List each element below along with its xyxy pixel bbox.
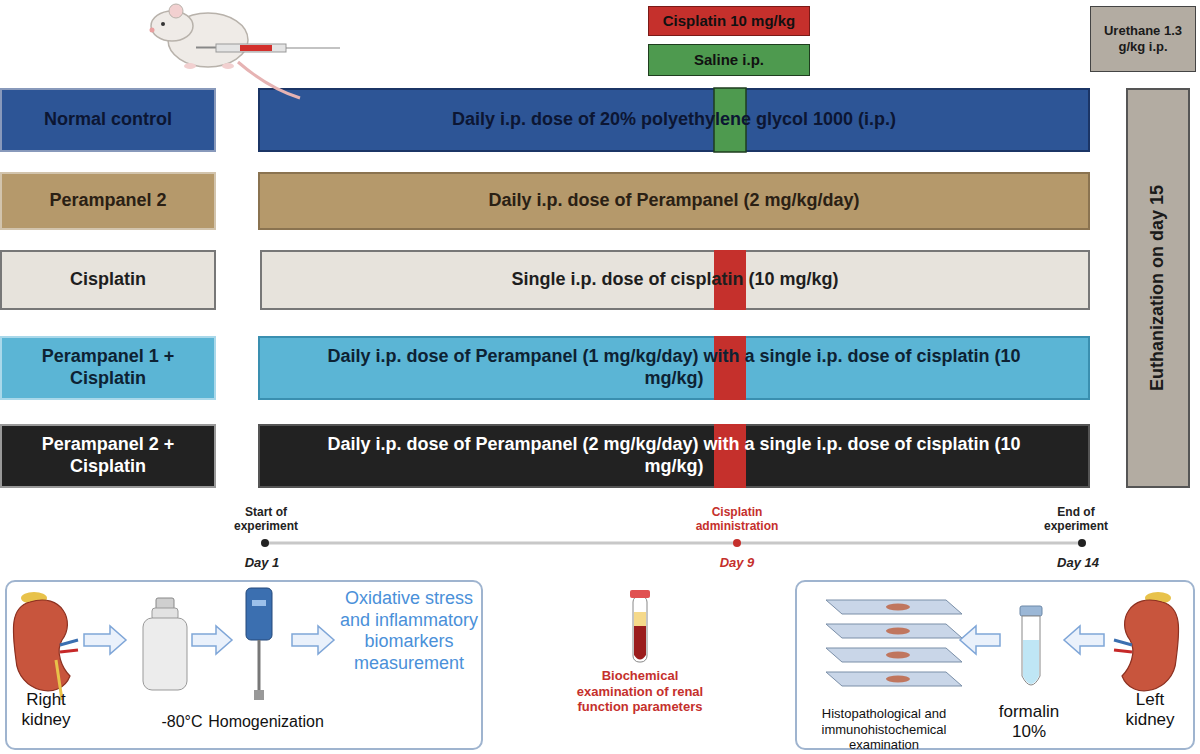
treatment-bar: Daily i.p. dose of 20% polyethylene glyc… [258, 88, 1090, 152]
homogenizer-panel [252, 600, 266, 606]
tissue-section [886, 604, 910, 611]
box-text: Perampanel 1 + Cisplatin [2, 346, 214, 389]
timeline-dot [733, 539, 741, 547]
glass-slide [826, 624, 962, 638]
tissue-section [886, 628, 910, 635]
box-text: Daily i.p. dose of Perampanel (2 mg/kg/d… [482, 190, 865, 212]
serum-layer [634, 612, 646, 626]
treatment-bar: Daily i.p. dose of Perampanel (1 mg/kg/d… [258, 336, 1090, 400]
blood-layer [634, 626, 646, 660]
anesthesia-box: Urethane 1.3 g/kg i.p. [1090, 6, 1196, 72]
step-label: -80°C [157, 712, 207, 731]
rat-body [168, 13, 248, 67]
procedure-panel: Right kidney -80°CHomogenization Oxidative… [5, 580, 483, 750]
box-text: Daily i.p. dose of Perampanel (2 mg/kg/d… [318, 434, 1030, 477]
box-text: Perampanel 2 + Cisplatin [2, 434, 214, 477]
timeline-label: Day 1 [240, 555, 284, 571]
formalin-liquid [1023, 640, 1039, 684]
adrenal-gland [21, 592, 47, 604]
timeline-dot [1078, 539, 1086, 547]
homogenizer-motor [246, 588, 272, 640]
glass-slide [826, 600, 962, 614]
timeline-label: Start of experiment [230, 505, 302, 534]
rat-eye [161, 22, 165, 26]
dose-tag: Saline i.p. [648, 44, 810, 76]
dewar-neck [152, 608, 178, 620]
homogenizer-shaft [258, 640, 261, 698]
homogenizer-tip [254, 690, 264, 700]
group-label: Perampanel 1 + Cisplatin [0, 336, 216, 400]
box-text: Euthanization on day 15 [1147, 185, 1169, 391]
procedure-panel: Histopathological and immunohistochemica… [795, 580, 1195, 750]
timeline-label: Cisplatin administration [687, 505, 787, 534]
timeline-label: Day 9 [712, 555, 762, 571]
step-label: Left kidney [1113, 690, 1187, 731]
dewar-cap [156, 598, 174, 610]
rat-foot [184, 63, 196, 69]
group-label: Normal control [0, 88, 216, 152]
syringe-needle [286, 47, 340, 48]
box-text: Perampanel 2 [43, 190, 172, 212]
treatment-bar: Daily i.p. dose of Perampanel (2 mg/kg/d… [258, 424, 1090, 488]
dose-tag: Cisplatin 10 mg/kg [648, 6, 810, 36]
box-text: Cisplatin [64, 269, 152, 291]
step-label: Right kidney [10, 690, 82, 731]
box-text: Daily i.p. dose of 20% polyethylene glyc… [446, 109, 902, 131]
syringe-liquid [240, 45, 272, 51]
treatment-bar: Daily i.p. dose of Perampanel (2 mg/kg/d… [258, 172, 1090, 230]
flow-arrow [1064, 626, 1104, 654]
rat-ear [169, 4, 183, 18]
box-text: Saline i.p. [688, 51, 770, 69]
flow-arrow [192, 626, 232, 654]
step-label: formalin 10% [989, 702, 1069, 743]
box-text: Normal control [38, 109, 178, 131]
flow-arrow [292, 626, 334, 654]
formalin-cap [1020, 606, 1042, 616]
timeline-label: End of experiment [1040, 505, 1112, 534]
formalin-tube [1022, 616, 1040, 685]
timeline-label: Biochemical examination of renal functio… [575, 668, 705, 715]
kidney-icon [13, 600, 70, 691]
kidney-icon [1122, 600, 1179, 691]
tissue-section [886, 676, 910, 683]
endpoint-box: Euthanization on day 15 [1126, 88, 1190, 488]
renal-artery [1114, 650, 1132, 652]
glass-slide [826, 672, 962, 686]
glass-slide [826, 648, 962, 662]
rat-head [151, 11, 193, 41]
step-label: Homogenization [201, 712, 331, 731]
renal-artery [60, 650, 78, 652]
group-label: Perampanel 2 [0, 172, 216, 230]
renal-vein [1114, 640, 1132, 645]
tissue-section [886, 652, 910, 659]
box-text: Daily i.p. dose of Perampanel (1 mg/kg/d… [318, 346, 1030, 389]
box-text: Cisplatin 10 mg/kg [657, 12, 802, 30]
timeline-label: Day 14 [1050, 555, 1106, 571]
liquid-nitrogen-dewar [143, 618, 187, 690]
group-label: Perampanel 2 + Cisplatin [0, 424, 216, 488]
treatment-bar: Single i.p. dose of cisplatin (10 mg/kg) [260, 250, 1090, 310]
tube-cap [630, 590, 650, 598]
syringe-barrel [216, 44, 286, 52]
flow-arrow [84, 626, 126, 654]
box-text: Urethane 1.3 g/kg i.p. [1091, 23, 1195, 54]
blood-tube [633, 596, 647, 662]
syringe-plunger [196, 47, 216, 49]
rat-nose [150, 28, 155, 33]
timeline-dot [261, 539, 269, 547]
timeline-axis [265, 542, 1082, 545]
step-label: Oxidative stress and inflammatory biomar… [339, 588, 479, 674]
flow-arrow [960, 626, 1000, 654]
adrenal-gland [1145, 592, 1171, 604]
box-text: Single i.p. dose of cisplatin (10 mg/kg) [505, 269, 844, 291]
renal-vein [60, 640, 78, 645]
step-label: Histopathological and immunohistochemica… [800, 706, 968, 753]
rat-foot [222, 63, 234, 69]
group-label: Cisplatin [0, 250, 216, 310]
